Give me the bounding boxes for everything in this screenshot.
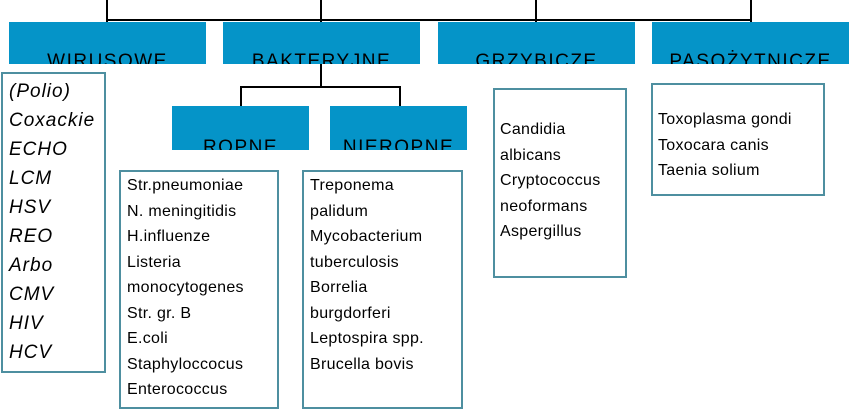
list-item: tuberculosis: [310, 253, 399, 271]
list-item: Enterococcus: [127, 381, 228, 398]
list-item: Arbo: [9, 255, 54, 276]
list-item: monocytogenes: [127, 279, 244, 296]
ropne-list: Str.pneumoniae N. meningitidis H.influen…: [127, 173, 277, 403]
list-item: Leptospira spp.: [310, 330, 424, 347]
list-item: Toxoplasma gondi: [658, 111, 792, 128]
fungal-list-box: Candidia albicans Cryptococcus neoforman…: [493, 88, 627, 278]
header-wirusowe-label: WIRUSOWE: [47, 51, 168, 64]
list-item: Str.pneumoniae: [127, 177, 244, 194]
fungal-list: Candidia albicans Cryptococcus neoforman…: [500, 117, 625, 245]
list-item: Borrelia: [310, 279, 368, 296]
ropne-list-box: Str.pneumoniae N. meningitidis H.influen…: [119, 170, 279, 409]
list-item: Staphyloccocus: [127, 355, 244, 373]
list-item: Brucella bovis: [310, 355, 414, 373]
parasitic-list-box: Toxoplasma gondi Toxocara canis Taenia s…: [651, 83, 825, 196]
list-item: albicans: [500, 146, 562, 164]
list-item: Candidia: [500, 121, 566, 138]
list-item: HIV: [9, 313, 44, 334]
header-ropne: ROPNE: [172, 106, 309, 150]
list-item: E.coli: [127, 330, 168, 347]
list-item: HSV: [9, 197, 52, 218]
viral-list: (Polio) Coxackie ECHO LCM HSV REO Arbo C…: [9, 77, 104, 367]
list-item: HCV: [9, 342, 53, 363]
nieropne-list-box: Treponema palidum Mycobacterium tubercul…: [302, 170, 463, 409]
header-bakteryjne-label: BAKTERYJNE: [251, 51, 392, 64]
list-item: Toxocara canis: [658, 136, 769, 154]
parasitic-list: Toxoplasma gondi Toxocara canis Taenia s…: [658, 107, 823, 184]
list-item: CMV: [9, 284, 55, 305]
list-item: Treponema: [310, 177, 394, 194]
nieropne-list: Treponema palidum Mycobacterium tubercul…: [310, 173, 461, 377]
header-grzybicze-label: GRZYBICZE: [475, 51, 598, 64]
list-item: N. meningitidis: [127, 202, 237, 220]
header-wirusowe: WIRUSOWE: [9, 22, 206, 64]
list-item: Listeria: [127, 253, 181, 271]
viral-list-box: (Polio) Coxackie ECHO LCM HSV REO Arbo C…: [1, 72, 106, 373]
header-nieropne-label: NIEROPNE: [342, 137, 455, 150]
header-pasozytnicze: PASOŻYTNICZE: [652, 22, 849, 64]
header-nieropne: NIEROPNE: [330, 106, 467, 150]
list-item: burgdorferi: [310, 304, 391, 322]
list-item: Str. gr. B: [127, 304, 192, 322]
list-item: H.influenze: [127, 228, 211, 245]
list-item: REO: [9, 226, 54, 247]
list-item: Taenia solium: [658, 162, 760, 179]
list-item: Coxackie: [9, 110, 96, 131]
header-grzybicze: GRZYBICZE: [438, 22, 635, 64]
list-item: palidum: [310, 202, 369, 220]
list-item: Mycobacterium: [310, 228, 423, 245]
list-item: (Polio): [9, 81, 71, 102]
header-bakteryjne: BAKTERYJNE: [223, 22, 420, 64]
list-item: Aspergillus: [500, 223, 582, 240]
list-item: Cryptococcus: [500, 172, 601, 189]
header-pasozytnicze-label: PASOŻYTNICZE: [669, 51, 832, 64]
list-item: LCM: [9, 168, 53, 189]
header-ropne-label: ROPNE: [202, 137, 279, 150]
list-item: neoformans: [500, 197, 588, 215]
list-item: ECHO: [9, 139, 68, 160]
